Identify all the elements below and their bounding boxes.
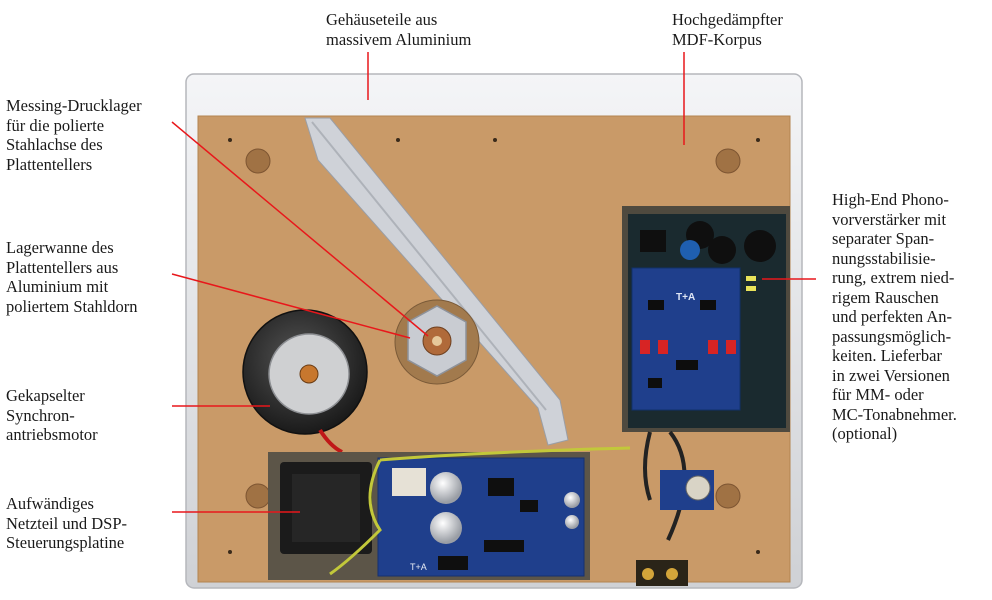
label-platter-well: Lagerwanne des Plattentellers aus Alumin… — [6, 238, 138, 316]
psu-board-logo: T+A — [410, 562, 427, 572]
leader-lines — [171, 52, 816, 513]
leader-line-platter-well — [171, 273, 411, 339]
synchronous-motor — [242, 309, 368, 454]
label-bearing: Messing-Drucklager für die polierte Stah… — [6, 96, 142, 174]
phono-board — [631, 267, 741, 411]
label-mdf-body: Hochgedämpfter MDF-Korpus — [672, 10, 783, 49]
label-aluminium-housing: Gehäuseteile aus massivem Aluminium — [326, 10, 472, 49]
label-power-supply: Aufwändiges Netzteil und DSP- Steuerungs… — [6, 494, 127, 552]
label-motor: Gekapselter Synchron- antriebsmotor — [6, 386, 98, 444]
leader-line-bearing — [171, 121, 429, 337]
label-phono-preamp: High-End Phono- vorverstärker mit separa… — [832, 190, 957, 443]
mounting-holes — [245, 148, 741, 509]
ribbon-cable — [304, 117, 569, 446]
phono-board-logo: T+A — [676, 292, 695, 303]
screw-holes — [228, 138, 760, 554]
platter-bearing — [394, 299, 480, 385]
